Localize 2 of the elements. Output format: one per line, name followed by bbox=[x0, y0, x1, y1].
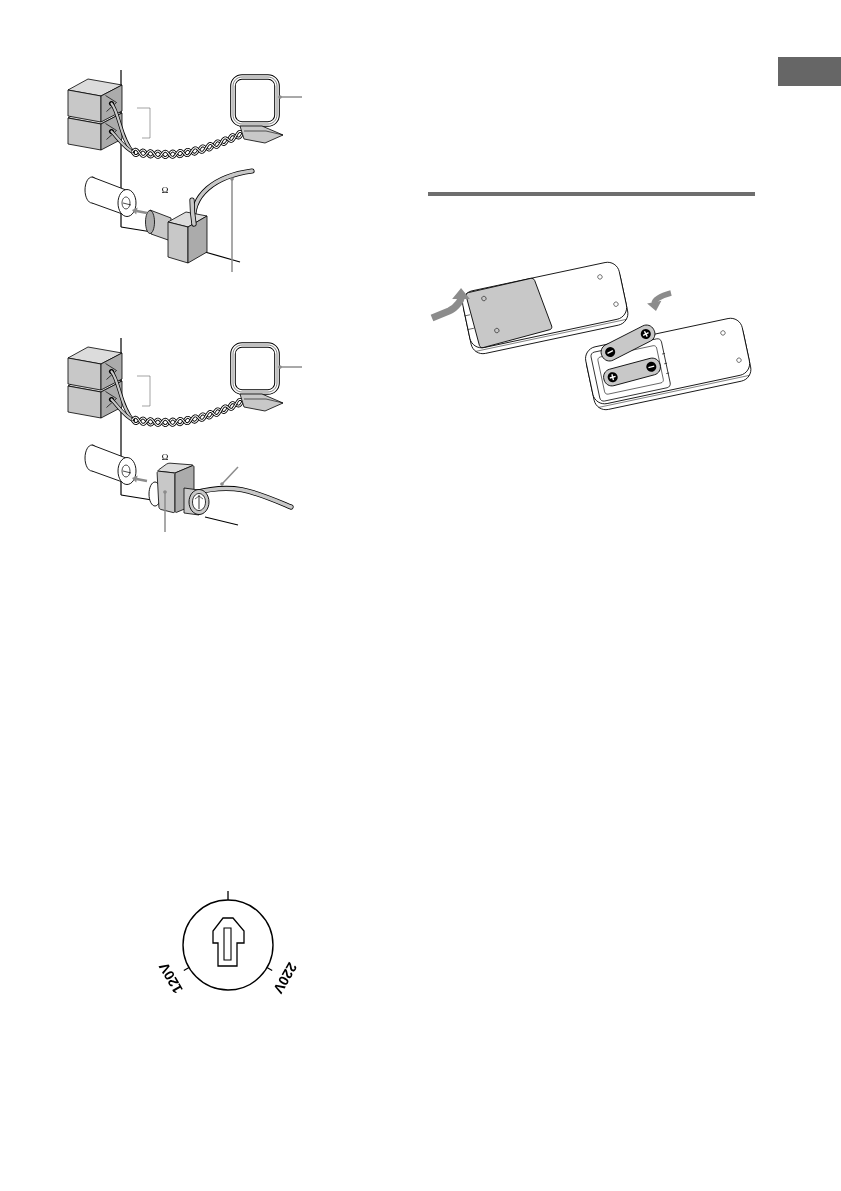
ohm-label: Ω bbox=[162, 454, 168, 460]
ohm-label: Ω bbox=[162, 187, 168, 193]
